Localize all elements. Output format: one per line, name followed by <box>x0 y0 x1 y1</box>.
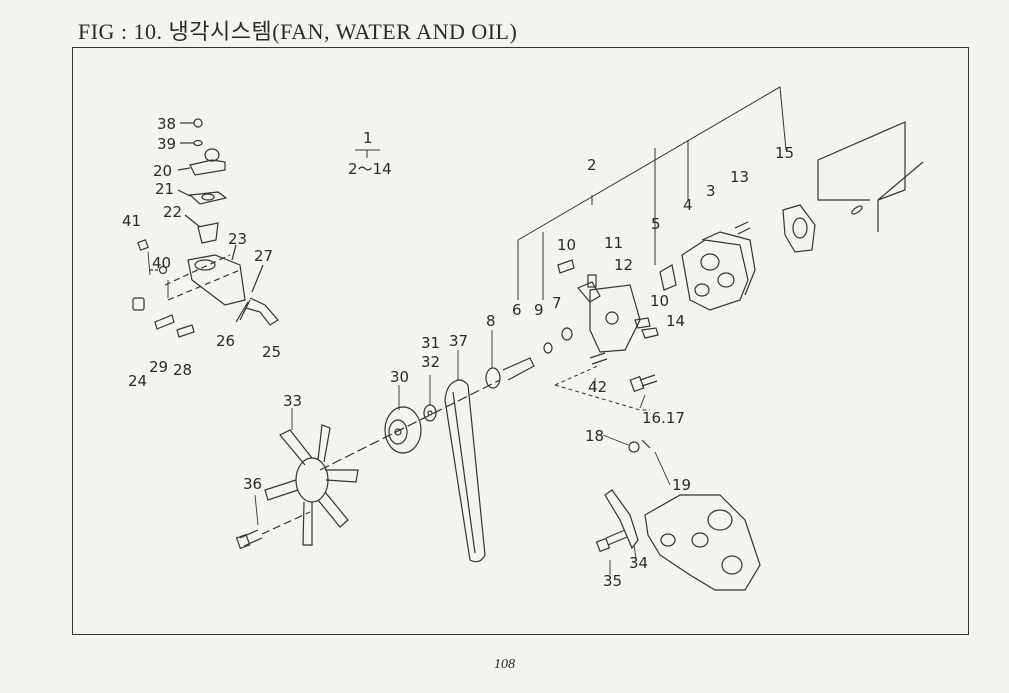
fan-bolt <box>235 511 311 550</box>
callout-38: 38 <box>157 115 176 133</box>
callout-8: 8 <box>486 312 496 330</box>
callout-31: 31 <box>421 334 440 352</box>
callout-42: 42 <box>588 378 607 396</box>
callout-37: 37 <box>449 332 468 350</box>
callout-16-17: 16.17 <box>642 409 685 427</box>
callout-23: 23 <box>228 230 247 248</box>
engine-block-outline <box>817 121 924 232</box>
callout-4: 4 <box>683 196 693 214</box>
callout-22: 22 <box>163 203 182 221</box>
water-pump-assembly <box>485 204 816 453</box>
callout-33: 33 <box>283 392 302 410</box>
callout-5: 5 <box>651 215 661 233</box>
callout-21: 21 <box>155 180 174 198</box>
callout-10b: 10 <box>650 292 669 310</box>
callout-26: 26 <box>216 332 235 350</box>
callout-29: 29 <box>149 358 168 376</box>
callout-18: 18 <box>585 427 604 445</box>
diagram-frame <box>72 47 969 635</box>
callout-35: 35 <box>603 572 622 590</box>
callout-2: 2 <box>587 156 597 174</box>
callout-7: 7 <box>552 294 562 312</box>
callout-labels: 1 2～14 2 3 4 5 6 7 8 9 10 10 11 12 13 14… <box>122 115 794 590</box>
oil-pump-assembly <box>595 489 761 591</box>
fan-pulley <box>384 406 422 454</box>
callout-41: 41 <box>122 212 141 230</box>
callout-20: 20 <box>153 162 172 180</box>
callout-32: 32 <box>421 353 440 371</box>
page-number: 108 <box>494 657 515 672</box>
callout-13: 13 <box>730 168 749 186</box>
fan-pulley-belt-group <box>235 379 501 563</box>
callout-3: 3 <box>706 182 716 200</box>
thermostat-housing-group <box>132 118 279 338</box>
callout-19: 19 <box>672 476 691 494</box>
callout-6: 6 <box>512 301 522 319</box>
callout-27: 27 <box>254 247 273 265</box>
page-title: FIG : 10. 냉각시스템(FAN, WATER AND OIL) <box>78 19 518 44</box>
callout-40: 40 <box>152 254 171 272</box>
callout-30: 30 <box>390 368 409 386</box>
assembly-leader-lines <box>355 86 787 411</box>
callout-14: 14 <box>666 312 685 330</box>
callout-36: 36 <box>243 475 262 493</box>
callout-28: 28 <box>173 361 192 379</box>
callout-15: 15 <box>775 144 794 162</box>
callout-2-14: 2～14 <box>348 160 392 178</box>
callout-10a: 10 <box>557 236 576 254</box>
callout-leader-lines <box>147 251 671 575</box>
callout-11: 11 <box>604 234 623 252</box>
callout-24: 24 <box>128 372 147 390</box>
callout-12: 12 <box>614 256 633 274</box>
callout-39: 39 <box>157 135 176 153</box>
callout-9: 9 <box>534 301 544 319</box>
callout-34: 34 <box>629 554 648 572</box>
callout-1: 1 <box>363 129 373 147</box>
cooling-fan <box>264 424 359 546</box>
callout-25: 25 <box>262 343 281 361</box>
v-belt <box>444 379 486 563</box>
